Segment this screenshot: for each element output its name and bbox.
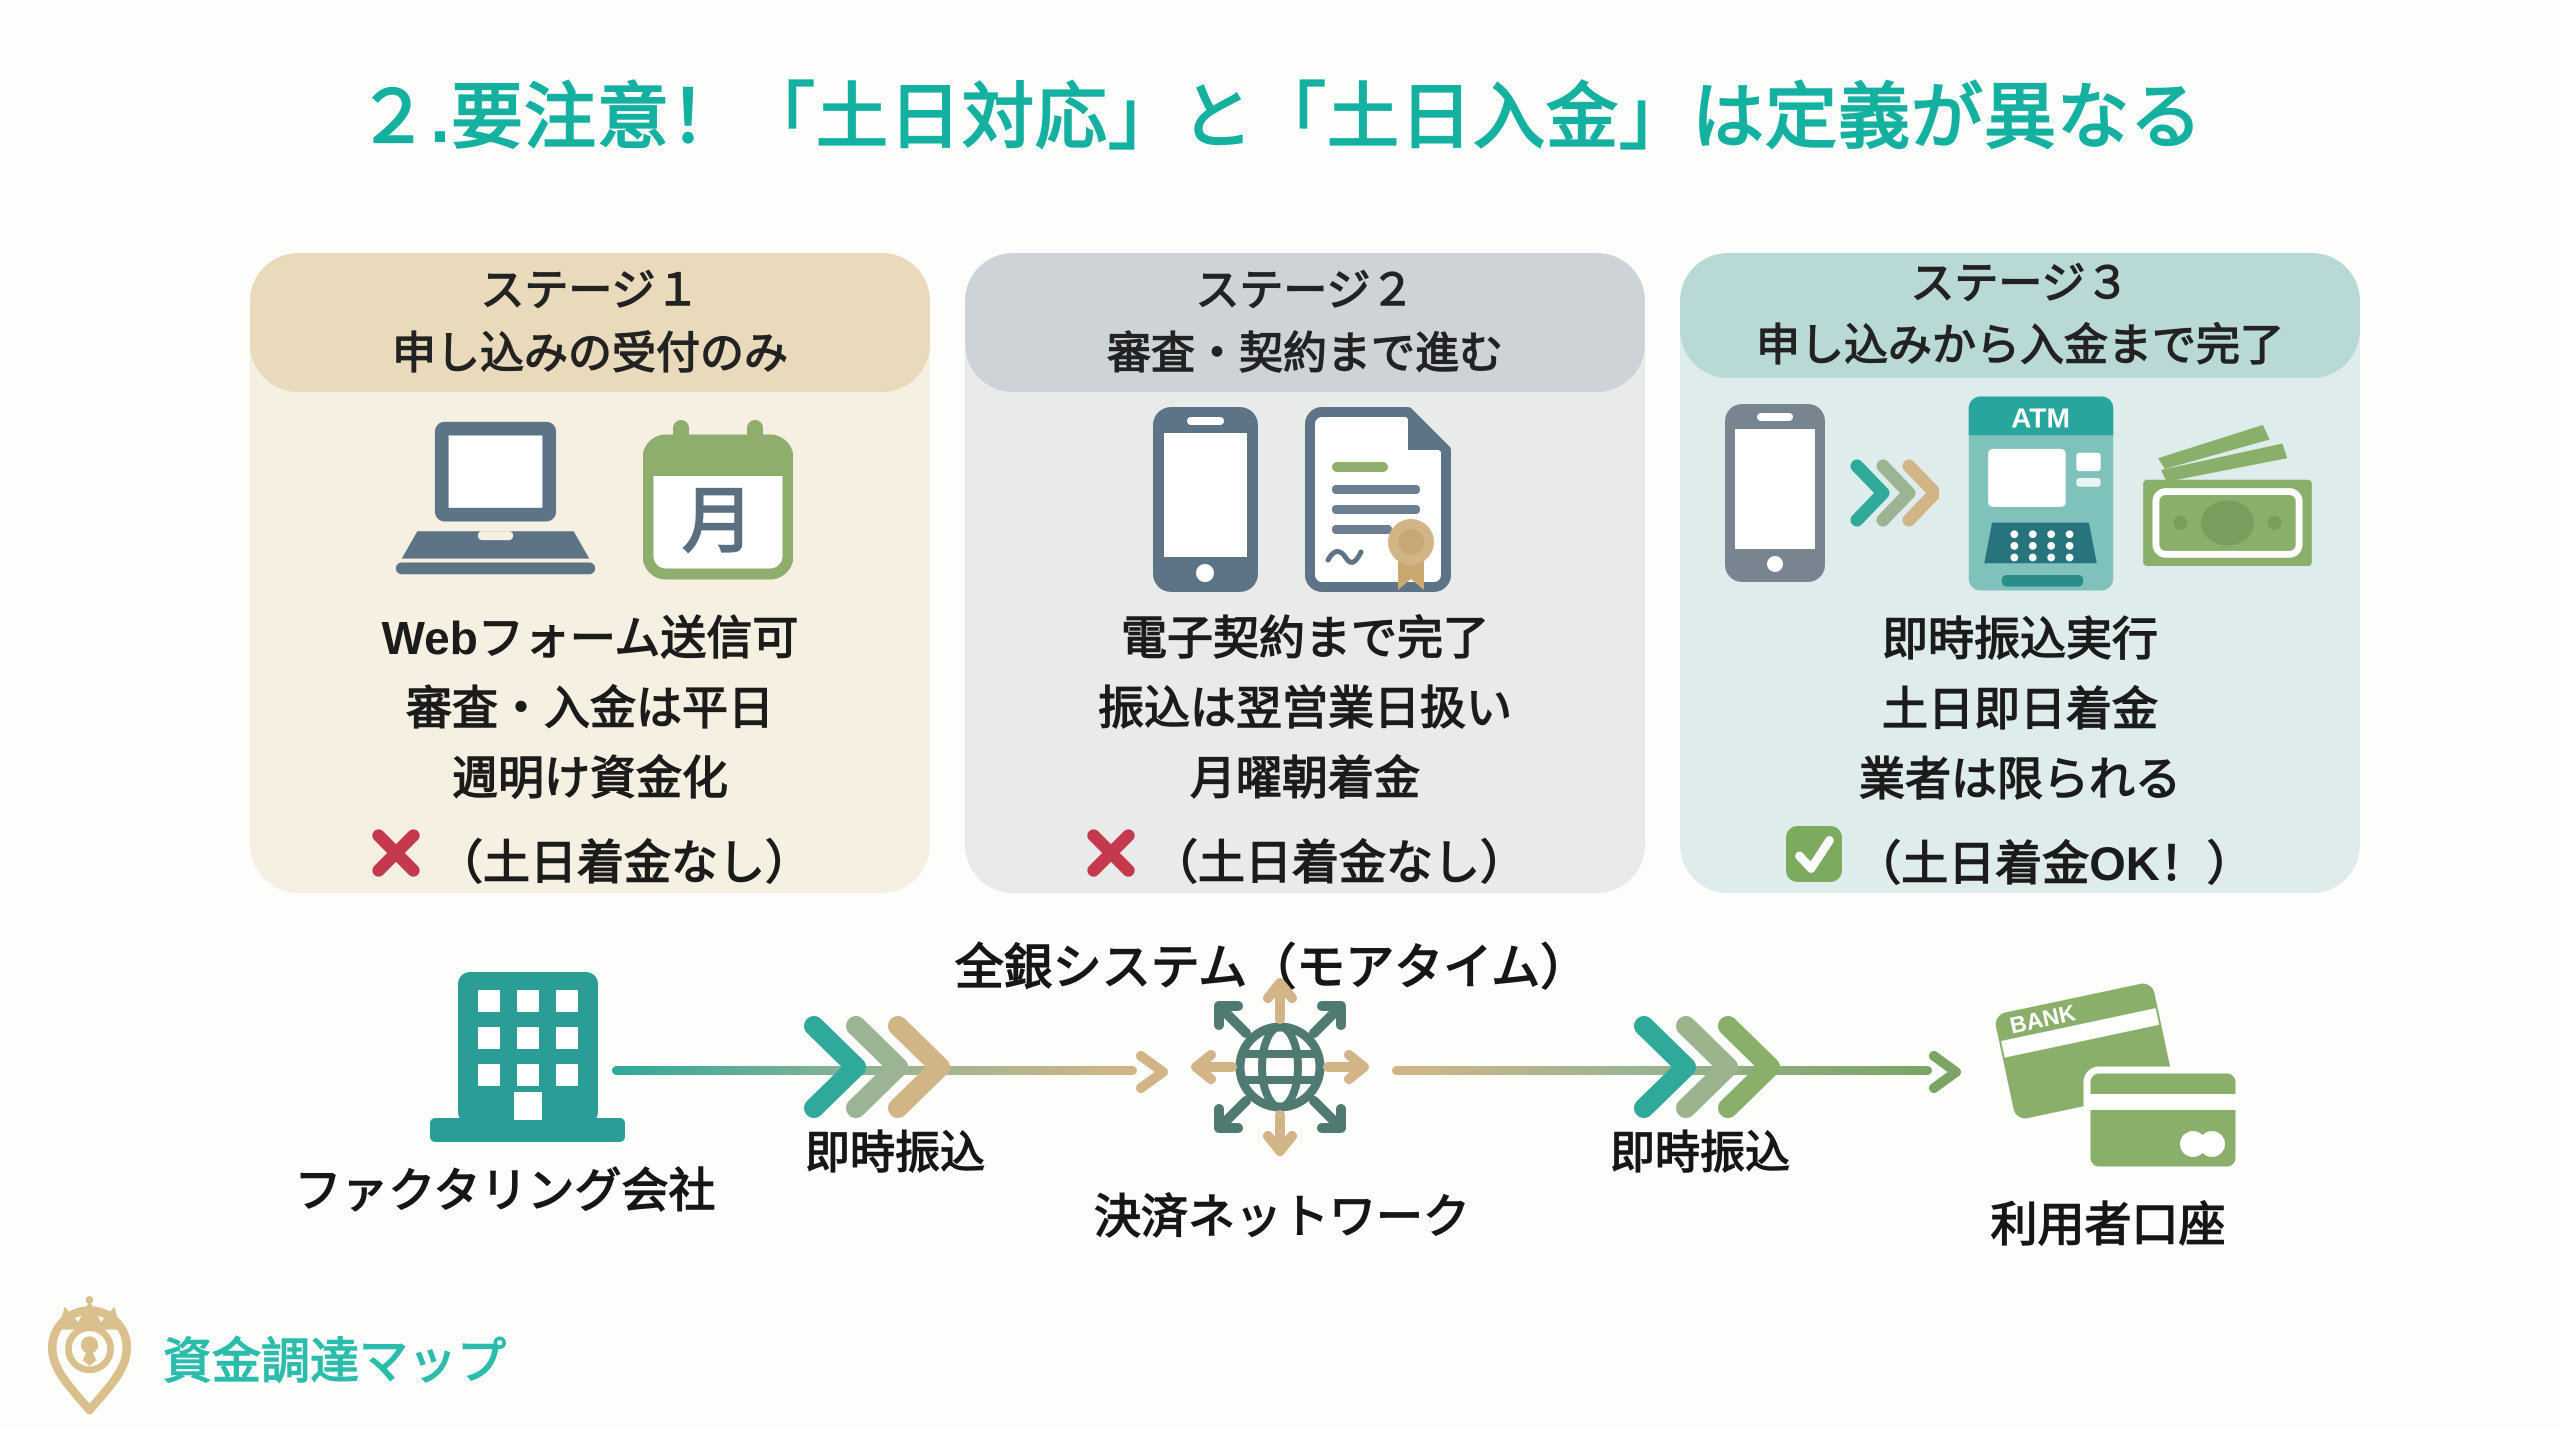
triple-chevron-icon (1847, 452, 1942, 539)
factoring-company-label: ファクタリング会社 (294, 1164, 716, 1217)
stage-cards-row: ステージ１ 申し込みの受付のみ (250, 253, 2360, 893)
cross-icon (1083, 825, 1139, 892)
verdict-text: （土日着金OK！） (1854, 836, 2254, 890)
instant-transfer-left-label: 即時振込 (804, 1127, 986, 1178)
stage1-icons: 月 (388, 402, 793, 602)
calendar-monday-icon: 月 (642, 419, 793, 585)
stage2-header: ステージ２ 審査・契約まで進む (965, 253, 1645, 393)
payment-network-globe-icon (1185, 972, 1375, 1167)
verdict-text: （土日着金なし） (1151, 836, 1527, 889)
stage1-title: ステージ１ (480, 266, 700, 316)
stage2-card: ステージ２ 審査・契約まで進む (965, 253, 1645, 893)
triple-chevron-right-icon (1630, 1012, 1780, 1127)
user-account-label: 利用者口座 (1990, 1198, 2226, 1251)
triple-chevron-left-icon (800, 1012, 950, 1127)
verdict-text: （土日着金なし） (436, 836, 812, 889)
feature-line: 電子契約まで完了 (1121, 612, 1489, 665)
feature-line: 週明け資金化 (451, 752, 728, 805)
stage1-card: ステージ１ 申し込みの受付のみ (250, 253, 930, 893)
stage3-subtitle: 申し込みから入金まで完了 (1756, 321, 2284, 371)
flow-line-left (612, 1066, 1137, 1075)
stage1-header: ステージ１ 申し込みの受付のみ (250, 253, 930, 393)
atm-icon: ATM (1961, 388, 2121, 603)
feature-line: Webフォーム送信可 (381, 612, 799, 665)
contract-document-icon (1298, 402, 1458, 602)
smartphone-icon (1725, 403, 1825, 587)
stage2-features: 電子契約まで完了 振込は翌営業日扱い 月曜朝着金 (1098, 604, 1512, 814)
map-pin-crown-icon (35, 1295, 145, 1420)
stage3-title: ステージ３ (1910, 259, 2130, 308)
site-logo: 資金調達マップ (35, 1295, 506, 1420)
logo-text: 資金調達マップ (163, 1335, 507, 1389)
stage2-icons (1152, 402, 1458, 602)
flow-line-right (1392, 1066, 1932, 1075)
stage2-verdict: （土日着金なし） (1083, 824, 1527, 893)
feature-line: 月曜朝着金 (1190, 752, 1420, 805)
stage3-features: 即時振込実行 土日即日着金 業者は限られる (1859, 605, 2181, 815)
stage1-subtitle: 申し込みの受付のみ (392, 328, 788, 378)
svg-text:ATM: ATM (2011, 402, 2070, 433)
feature-line: 振込は翌営業日扱い (1098, 682, 1512, 735)
svg-text:月: 月 (681, 482, 753, 562)
checkbox-icon (1786, 825, 1843, 893)
cross-icon (368, 825, 424, 892)
arrowhead-mid-icon (1135, 1050, 1169, 1099)
building-icon (430, 972, 625, 1147)
stage1-verdict: （土日着金なし） (368, 824, 812, 893)
page-title: ２.要注意！「土日対応」と「土日入金」は定義が異なる (356, 78, 2203, 158)
laptop-icon (388, 420, 603, 585)
stage3-icons: ATM (1725, 388, 2315, 603)
feature-line: 即時振込実行 (1882, 612, 2158, 665)
stage3-card: ステージ３ 申し込みから入金まで完了 (1680, 253, 2360, 893)
stage2-subtitle: 審査・契約まで進む (1107, 328, 1503, 378)
money-bills-icon (2143, 417, 2315, 574)
payment-network-label: 決済ネットワーク (1094, 1190, 1470, 1243)
feature-line: 審査・入金は平日 (405, 682, 774, 735)
stage3-verdict: （土日着金OK！） (1786, 825, 2254, 894)
feature-line: 土日即日着金 (1882, 682, 2158, 735)
feature-line: 業者は限られる (1859, 752, 2181, 805)
smartphone-icon (1152, 407, 1258, 597)
stage2-title: ステージ２ (1195, 266, 1415, 316)
arrowhead-right-icon (1928, 1050, 1962, 1099)
stage1-features: Webフォーム送信可 審査・入金は平日 週明け資金化 (382, 604, 799, 814)
instant-transfer-right-label: 即時振込 (1609, 1127, 1791, 1178)
bank-cards-icon: BANK (1985, 982, 2250, 1182)
stage3-header: ステージ３ 申し込みから入金まで完了 (1680, 253, 2360, 378)
